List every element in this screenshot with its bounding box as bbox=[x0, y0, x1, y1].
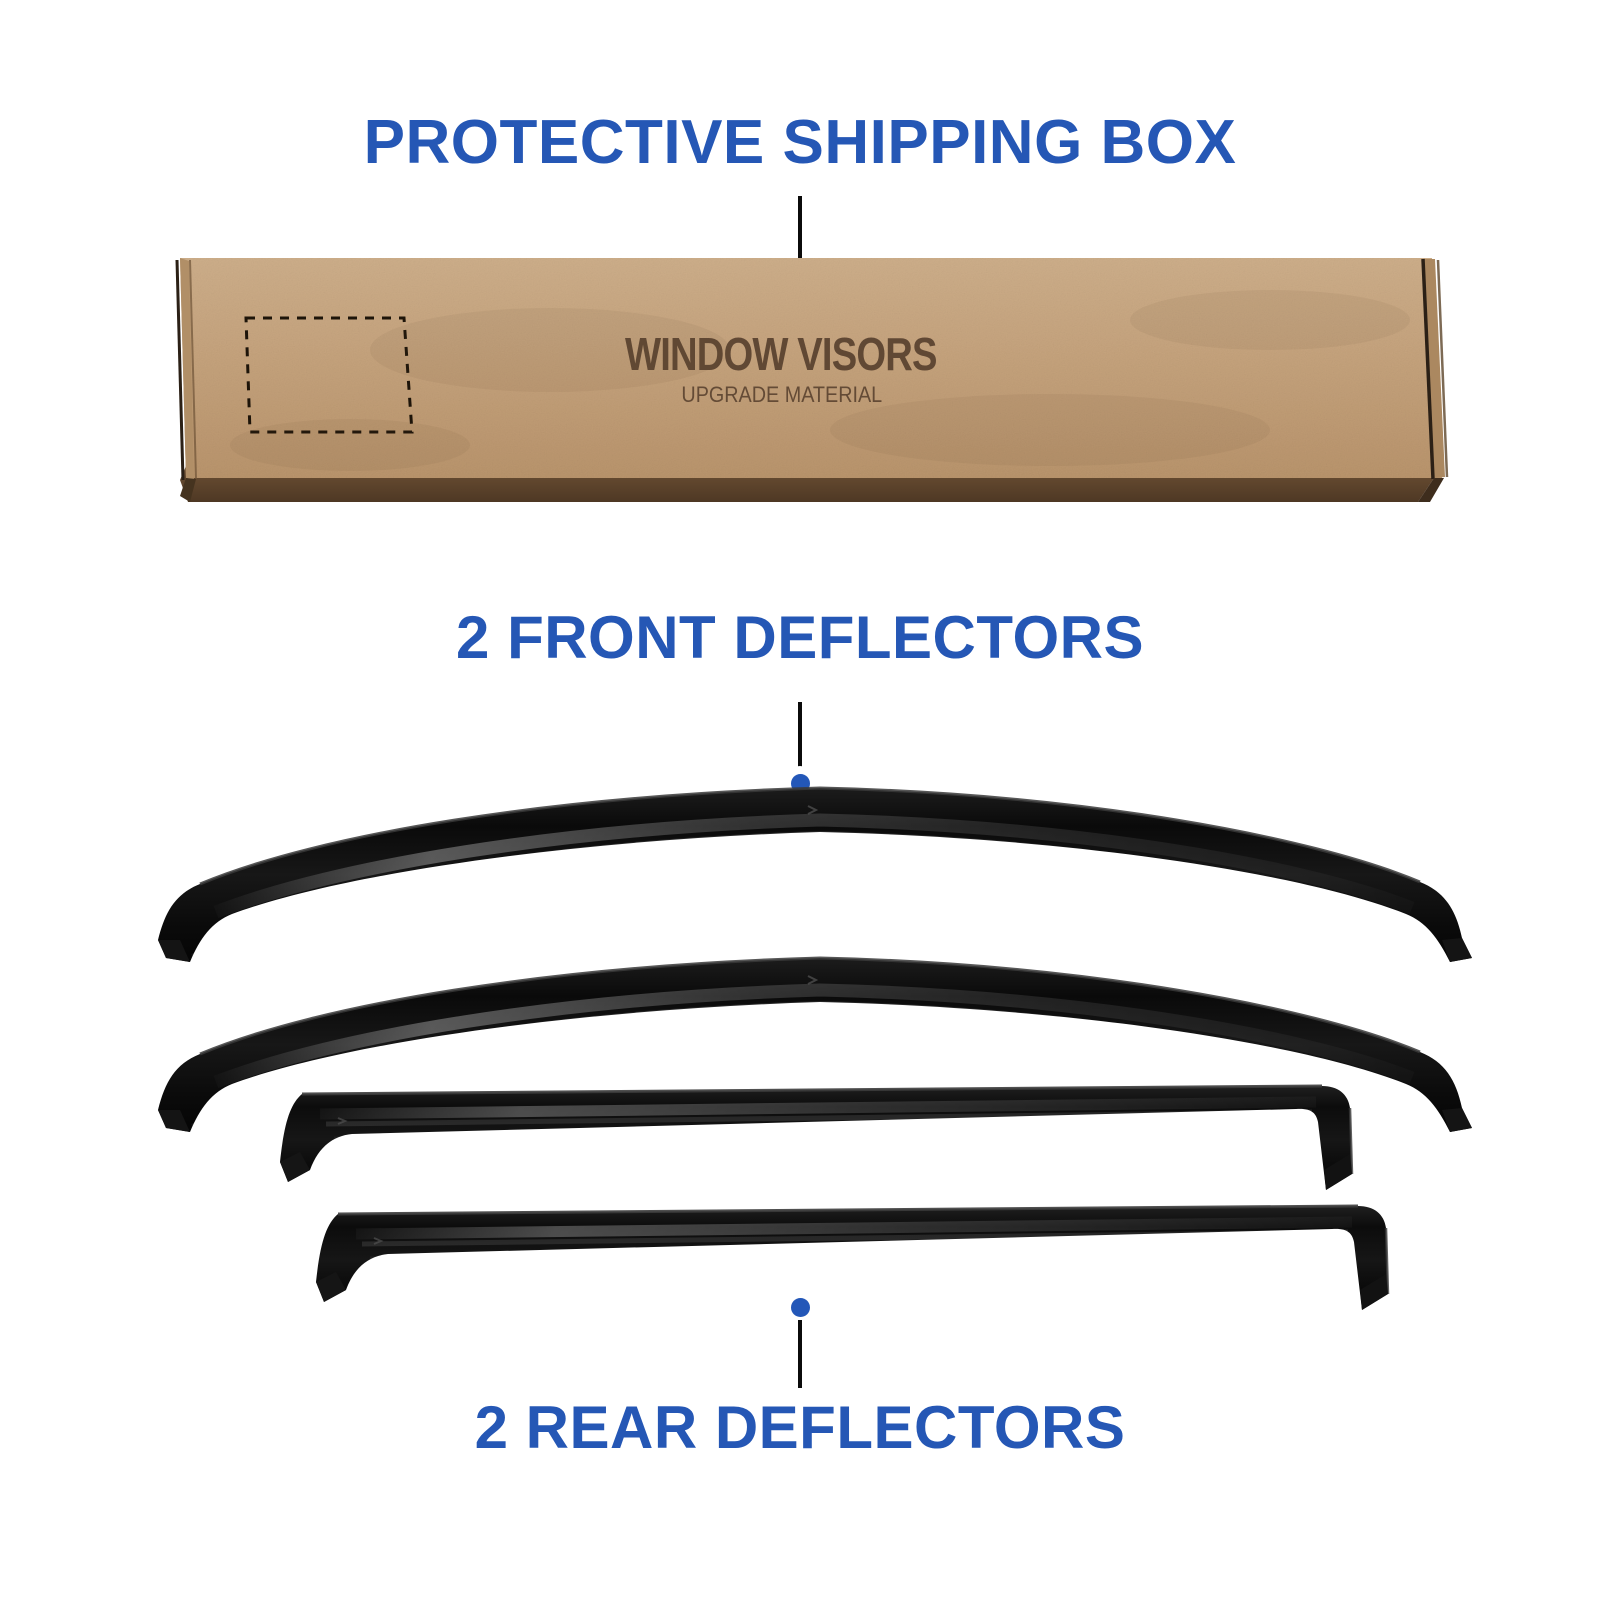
box-right-crease bbox=[1421, 258, 1449, 480]
leader-line-rear-deflectors bbox=[798, 1320, 802, 1388]
front-deflector-right bbox=[120, 932, 1500, 1147]
rear-deflector-right bbox=[120, 1198, 1500, 1328]
callout-dot-rear-deflectors bbox=[783, 1290, 817, 1324]
box-left-crease bbox=[175, 258, 197, 481]
leader-line-shipping-box bbox=[798, 196, 802, 280]
box-brand-text: WINDOW VISORS bbox=[625, 329, 937, 380]
box-top-face bbox=[180, 258, 1442, 478]
leader-line-front-deflectors bbox=[798, 702, 802, 780]
box-texture bbox=[230, 290, 1410, 471]
callout-label-shipping-box: PROTECTIVE SHIPPING BOX bbox=[363, 108, 1237, 177]
box-label-placeholder bbox=[244, 316, 414, 434]
callout-label-rear-deflectors: 2 REAR DEFLECTORS bbox=[474, 1394, 1126, 1461]
box-subtitle-text: UPGRADE MATERIAL bbox=[681, 383, 882, 407]
front-deflector-left bbox=[120, 762, 1500, 977]
shipping-box-image: WINDOW VISORS UPGRADE MATERIAL bbox=[150, 230, 1470, 520]
callout-label-front-deflectors: 2 FRONT DEFLECTORS bbox=[456, 604, 1144, 671]
rear-deflector-left bbox=[120, 1078, 1500, 1208]
